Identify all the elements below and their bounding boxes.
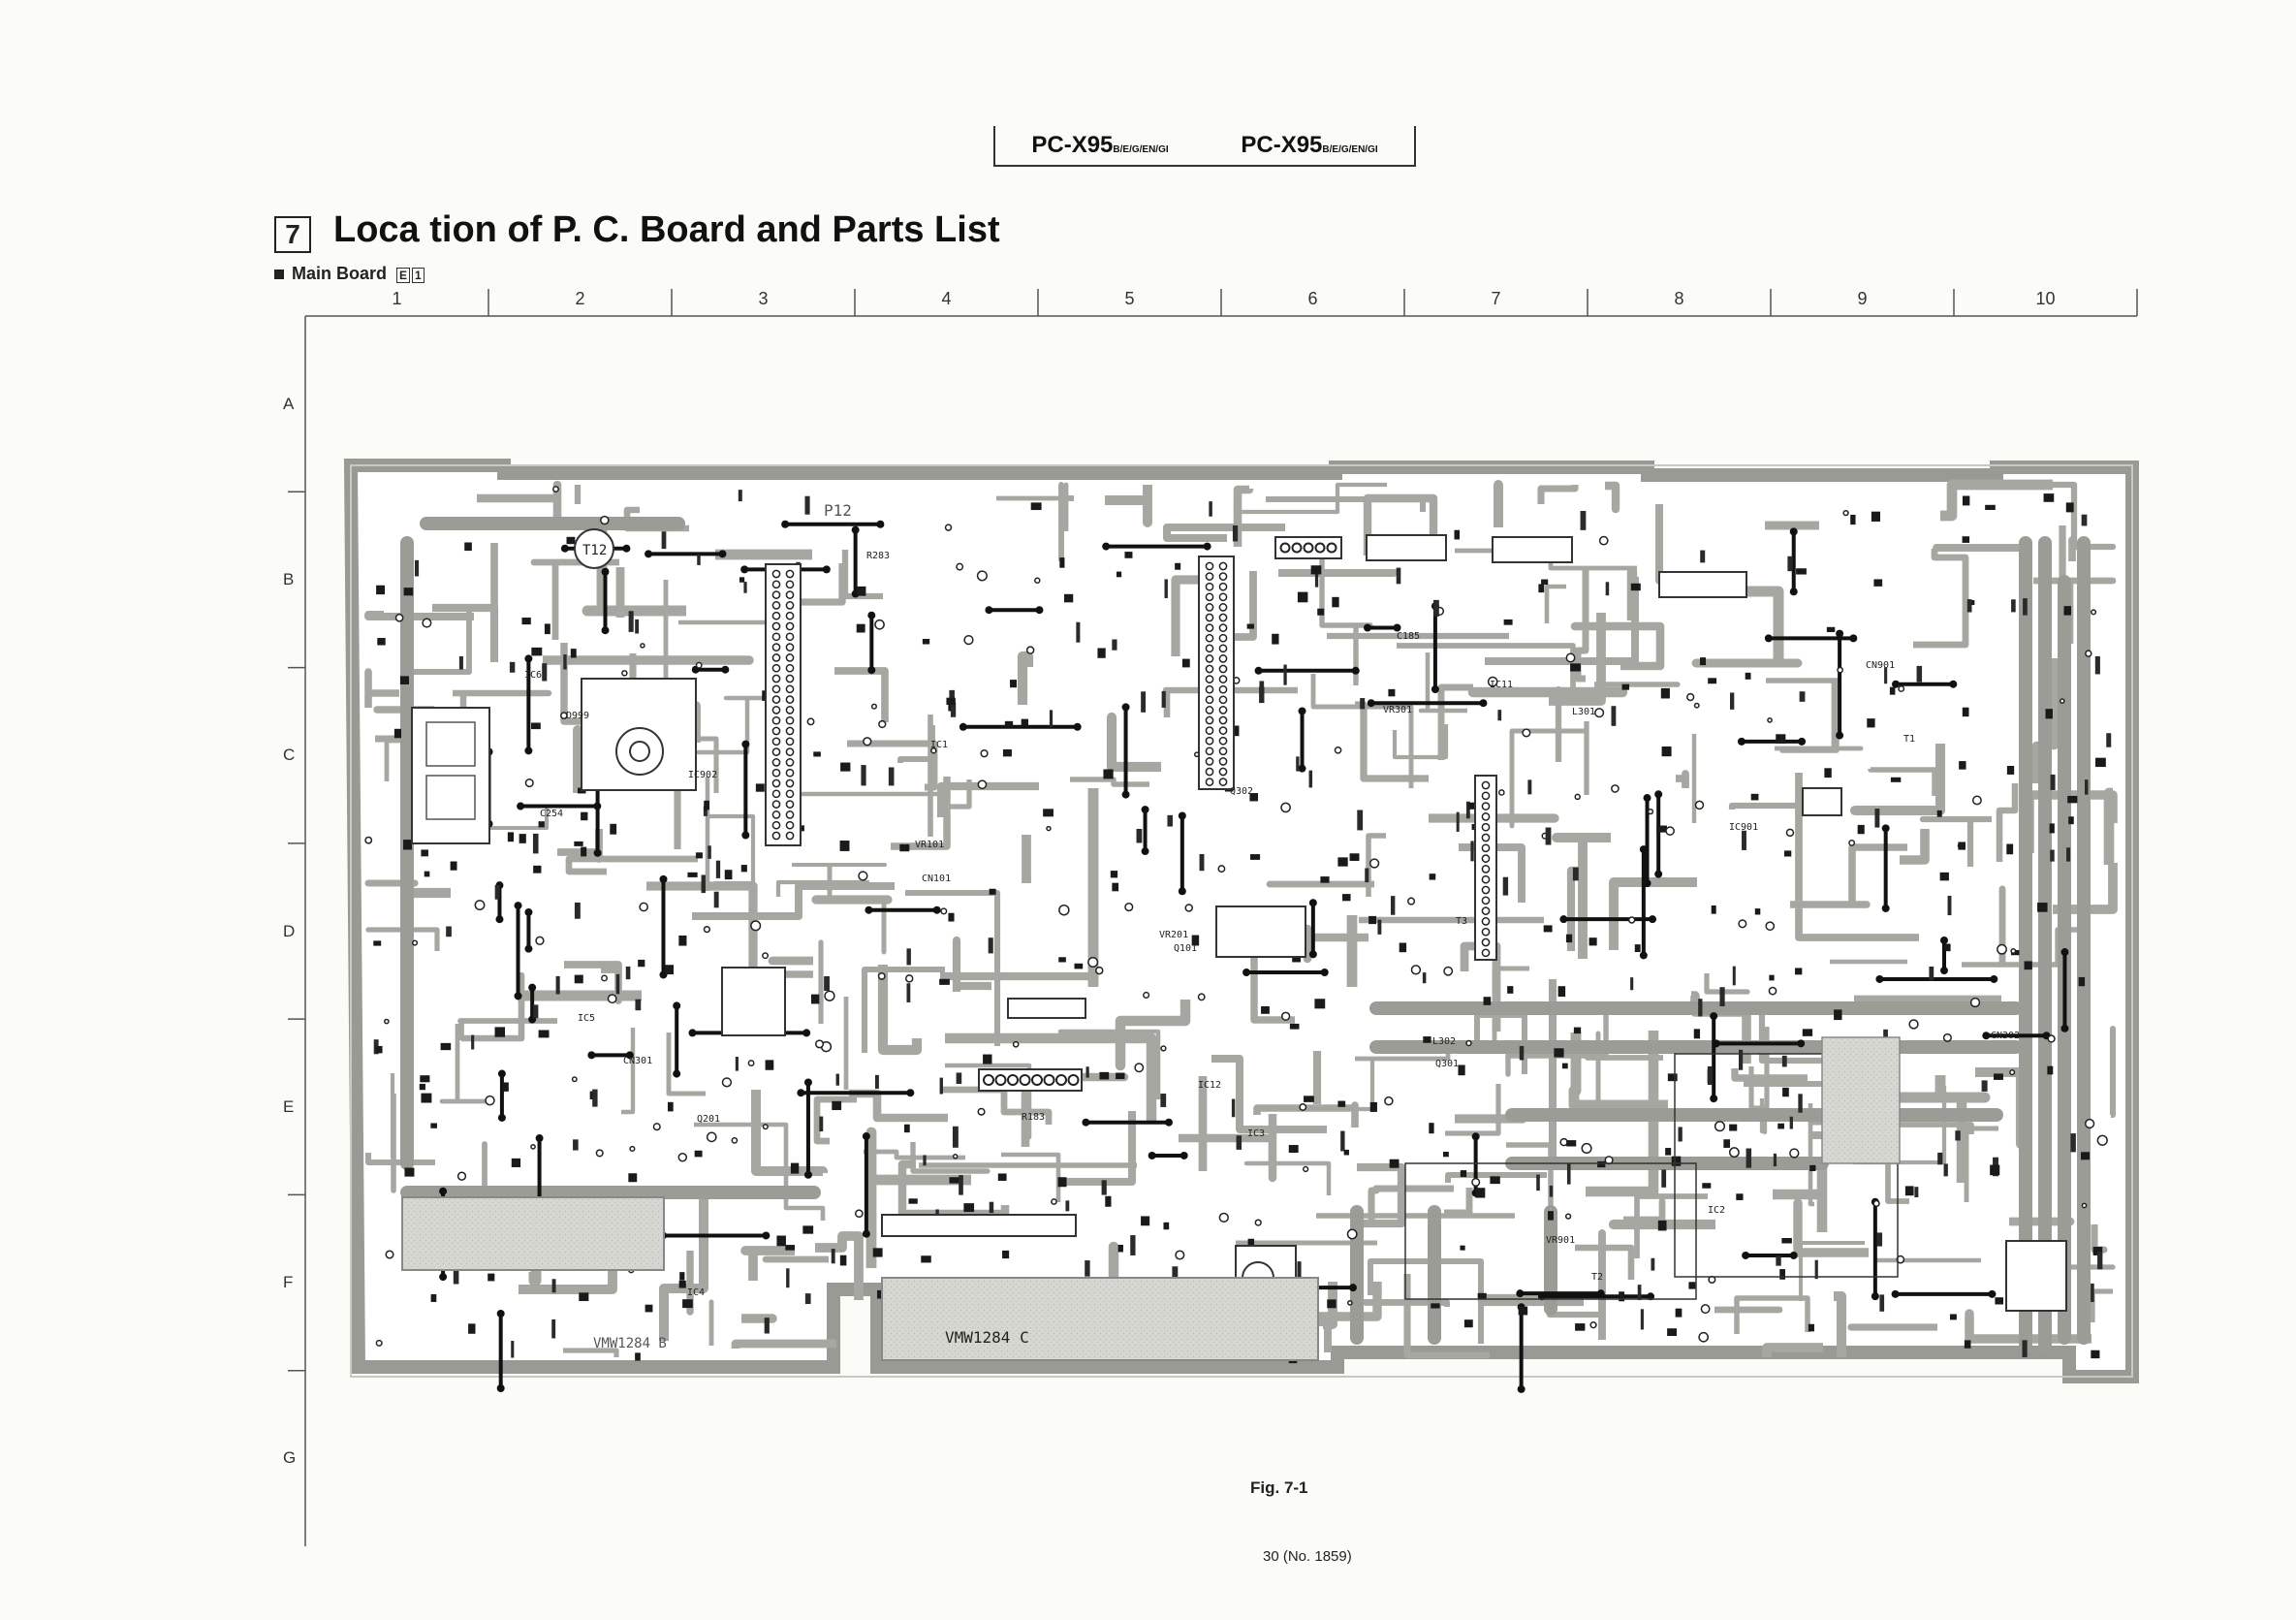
jumper-wires [439, 520, 2069, 1393]
section-number-box: 7 [274, 216, 311, 253]
board-marking: VMW1284 C [945, 1328, 1029, 1347]
connector-pins [771, 542, 1491, 1086]
grid-column-label: 5 [1124, 289, 1135, 308]
component-label: IC1 [930, 740, 948, 750]
subsection-title: Main Board [292, 264, 388, 283]
bullet-icon [274, 269, 284, 279]
components [364, 486, 2112, 1364]
component-label: T1 [1903, 734, 1915, 745]
subsection-tag: 1 [412, 268, 425, 283]
grid-row-label: A [283, 394, 295, 413]
component-label: L301 [1572, 707, 1595, 717]
grid-column-label: 1 [392, 289, 402, 308]
board-marking: T12 [582, 543, 607, 558]
grid-column-label: 2 [575, 289, 585, 308]
component-label: IC3 [1247, 1128, 1265, 1139]
component-label: Q302 [1230, 786, 1253, 797]
component-label: IC902 [688, 770, 717, 780]
component-label: CN302 [1991, 1031, 2020, 1041]
component-label: CN301 [623, 1056, 652, 1066]
grid-column-label: 6 [1307, 289, 1318, 308]
board-marking: VMW1284 B [593, 1336, 667, 1351]
grid-row-label: F [283, 1273, 294, 1292]
component-label: IC5 [578, 1013, 595, 1024]
component-label: C185 [1397, 631, 1420, 642]
component-label: VR101 [915, 840, 944, 850]
grid-column-label: 4 [941, 289, 952, 308]
component-label: Q301 [1435, 1059, 1459, 1069]
ic-packages [401, 528, 2067, 1361]
board-marking: P12 [824, 501, 852, 520]
component-label: IC11 [1490, 680, 1513, 690]
component-label: T3 [1456, 916, 1467, 927]
grid-column-label: 9 [1857, 289, 1868, 308]
component-label: C254 [540, 809, 563, 819]
grid-row-label: B [283, 569, 295, 588]
component-label: IC2 [1708, 1205, 1725, 1216]
page-title: Loca tion of P. C. Board and Parts List [333, 209, 1000, 250]
connectors [765, 534, 1842, 1092]
component-label: Q101 [1174, 943, 1197, 954]
model-name-1: PC-X95B/E/G/EN/GI [1031, 132, 1169, 158]
grid-column-label: 8 [1674, 289, 1684, 308]
component-label: IC6 [524, 670, 542, 681]
page-number: 30 (No. 1859) [1263, 1548, 1352, 1565]
grid-row-label: G [283, 1448, 297, 1468]
grid-row-label: D [283, 921, 296, 940]
component-label: L302 [1432, 1036, 1456, 1047]
component-label: VR901 [1546, 1235, 1575, 1246]
grid-column-label: 3 [758, 289, 769, 308]
component-label: IC4 [687, 1287, 705, 1298]
subsection-tag: E [396, 268, 411, 283]
component-label: R183 [1022, 1112, 1045, 1123]
component-label: Q201 [697, 1114, 720, 1125]
component-label: R283 [866, 551, 890, 561]
grid-column-label: 7 [1491, 289, 1501, 308]
model-name-2: PC-X95B/E/G/EN/GI [1241, 132, 1378, 158]
grid-row-label: C [283, 746, 296, 765]
component-label: D999 [566, 711, 589, 721]
model-header-box: PC-X95B/E/G/EN/GI PC-X95B/E/G/EN/GI [993, 126, 1416, 167]
component-label: VR301 [1383, 705, 1412, 715]
component-label: CN901 [1866, 660, 1895, 671]
component-label: IC901 [1729, 822, 1758, 833]
component-label: CN101 [922, 874, 951, 884]
grid-column-label: 10 [2035, 289, 2056, 308]
component-label: IC12 [1198, 1080, 1221, 1091]
figure-caption: Fig. 7-1 [1250, 1478, 1308, 1497]
component-label: T2 [1591, 1272, 1603, 1283]
component-label: VR201 [1159, 930, 1188, 940]
grid-row-label: E [283, 1096, 295, 1116]
